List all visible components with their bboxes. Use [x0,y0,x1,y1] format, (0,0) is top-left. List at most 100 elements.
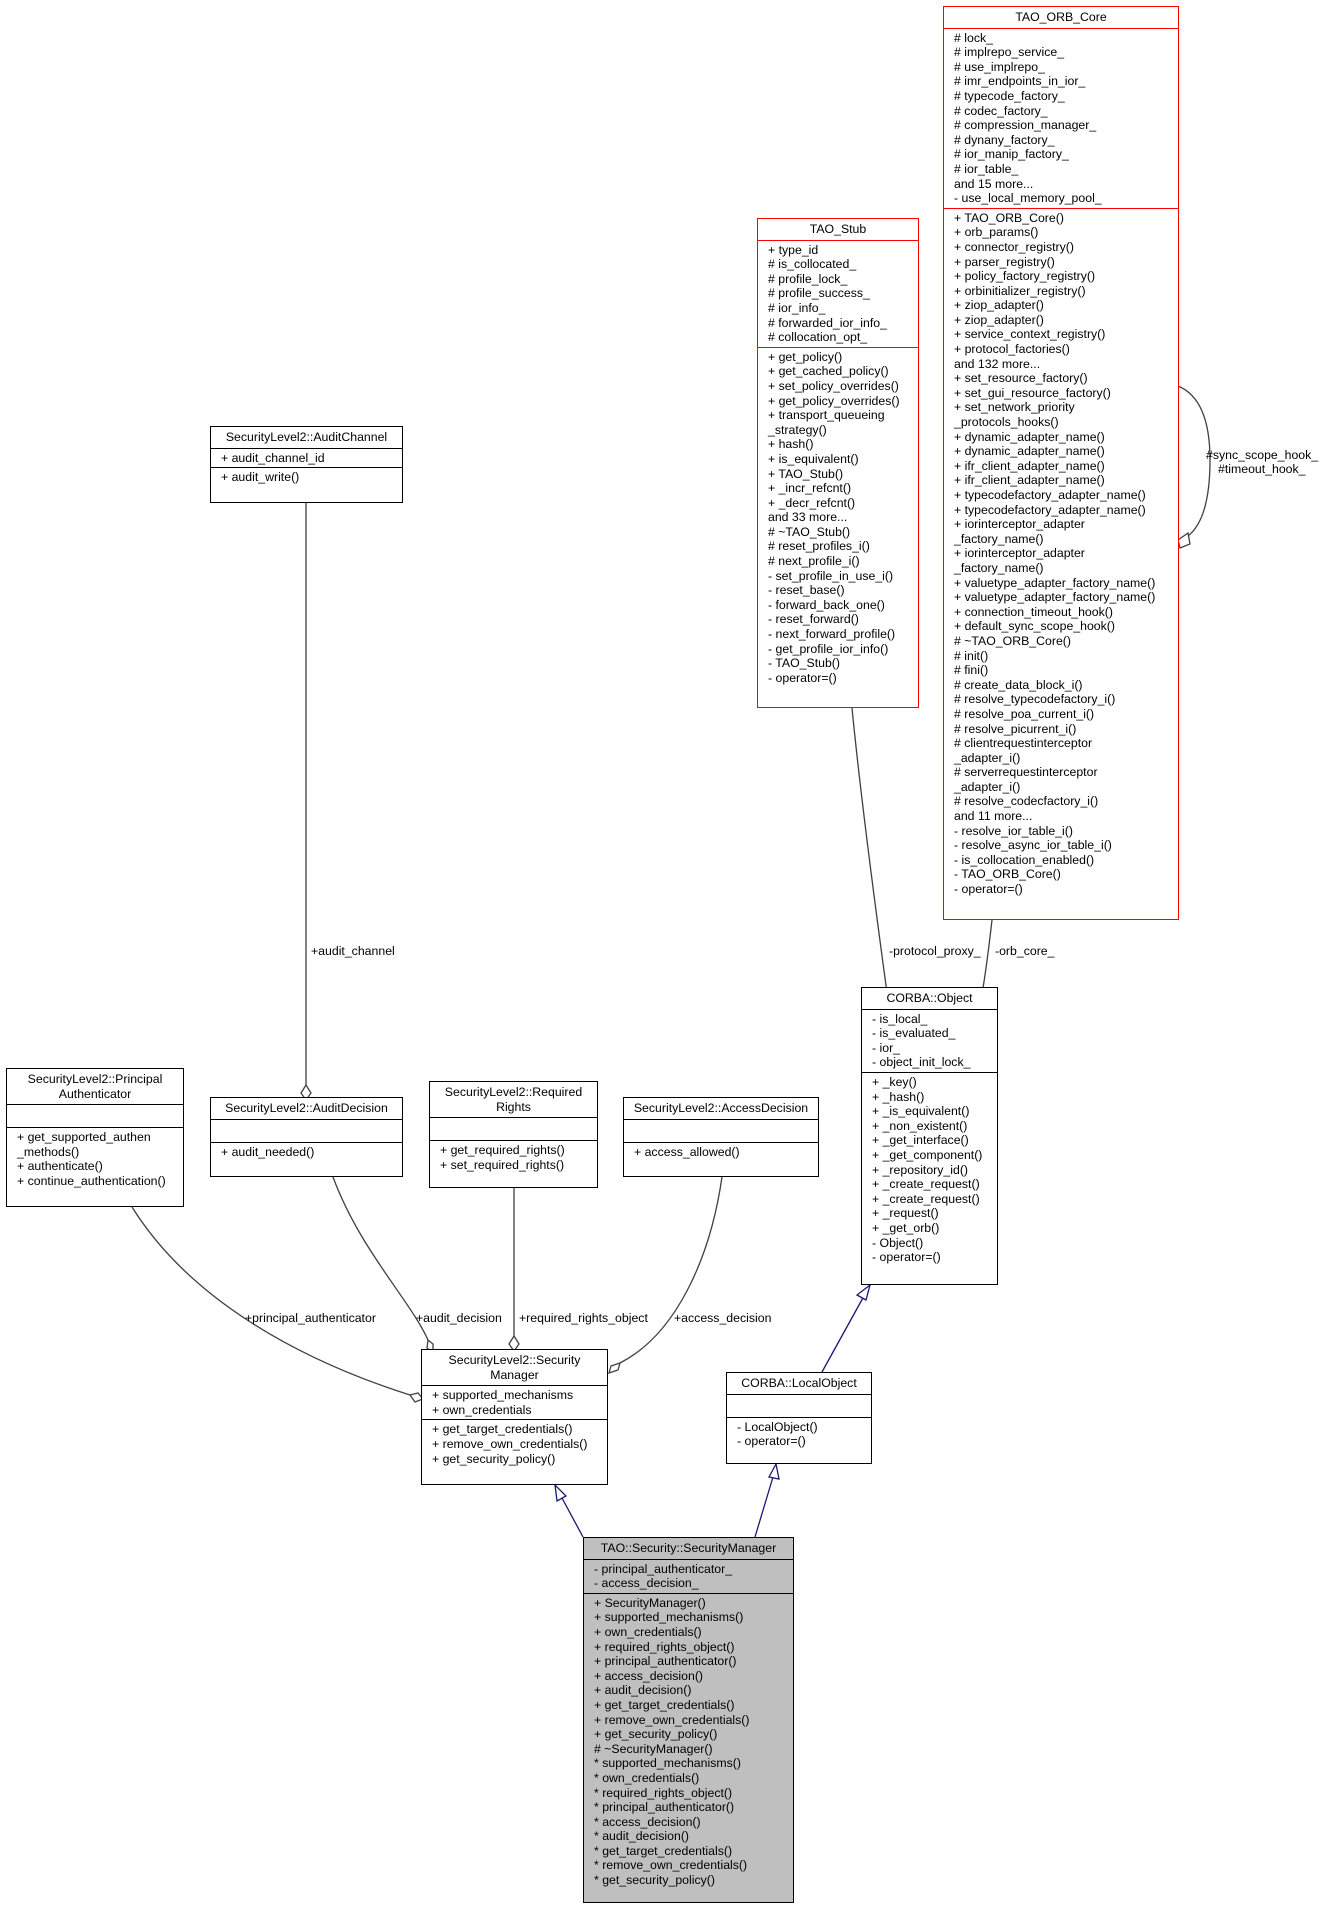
class-title-line: CORBA::LocalObject [741,1376,857,1390]
class-method: + set_gui_resource_factory() [954,385,1111,400]
class-tao-orb-core[interactable]: TAO_ORB_Core # lock_# implrepo_service_# … [943,6,1179,920]
class-audit-decision[interactable]: SecurityLevel2::AuditDecision+ audit_nee… [210,1097,403,1177]
class-tao-security-manager[interactable]: TAO::Security::SecurityManager- principa… [583,1537,794,1903]
edge-principal-authenticator [131,1206,411,1396]
class-attribute: - use_local_memory_pool_ [954,191,1102,206]
class-method: + _decr_refcnt() [768,495,856,510]
class-method: + _request() [872,1206,939,1221]
class-method: + _incr_refcnt() [768,481,852,496]
class-method: + ziop_adapter() [954,298,1044,313]
class-method: + _get_orb() [872,1220,940,1235]
class-attributes: # lock_# implrepo_service_# use_implrepo… [944,27,1178,208]
class-method: + access_allowed() [634,1144,740,1159]
class-attributes: + audit_channel_id [211,447,402,468]
class-access-decision[interactable]: SecurityLevel2::AccessDecision+ access_a… [623,1097,819,1177]
class-method: _adapter_i() [954,750,1021,765]
class-attribute: # use_implrepo_ [954,59,1045,74]
class-method: * access_decision() [594,1814,701,1829]
class-method: - TAO_Stub() [768,656,840,671]
class-method: + iorinterceptor_adapter [954,517,1085,532]
class-audit-channel[interactable]: SecurityLevel2::AuditChannel+ audit_chan… [210,426,403,503]
class-method: * remove_own_credentials() [594,1858,748,1873]
class-method: - operator=() [872,1250,941,1265]
class-attribute: - principal_authenticator_ [594,1561,733,1576]
class-methods: + _key()+ _hash()+ _is_equivalent()+ _no… [862,1071,997,1267]
class-title: CORBA::LocalObject [727,1373,871,1394]
class-method: + ifr_client_adapter_name() [954,473,1105,488]
class-tao-stub[interactable]: TAO_Stub+ type_id# is_collocated_# profi… [757,218,919,708]
edge-inherit-localobject-object-arrow [855,1283,872,1301]
class-method: + get_supported_authen [17,1130,151,1145]
class-methods: - LocalObject()- operator=() [727,1416,871,1451]
class-method: + _is_equivalent() [872,1104,970,1119]
class-methods: + audit_write() [211,467,402,487]
class-methods: + audit_needed() [211,1141,402,1162]
class-method: + authenticate() [17,1159,103,1174]
class-corba-object[interactable]: CORBA::Object- is_local_- is_evaluated_-… [861,987,998,1285]
class-method: # ~TAO_Stub() [768,524,851,539]
edge-audit-decision [332,1176,429,1341]
class-attributes [727,1393,871,1417]
class-method: + SecurityManager() [594,1595,706,1610]
edge-inherit-secmgr-localobject-arrow [768,1462,780,1480]
class-title: TAO_Stub [758,219,918,240]
class-method: _strategy() [768,422,827,437]
edge-access-decision [619,1176,723,1364]
class-attributes: + type_id# is_collocated_# profile_lock_… [758,239,918,347]
class-method: + get_policy_overrides() [768,393,900,408]
class-method: + dynamic_adapter_name() [954,444,1105,459]
class-methods: + access_allowed() [624,1141,818,1162]
class-method: + connector_registry() [954,239,1074,254]
class-attribute: - is_local_ [872,1011,928,1026]
class-method: + get_security_policy() [594,1727,718,1742]
class-method: - is_collocation_enabled() [954,852,1095,867]
class-method: * supported_mechanisms() [594,1756,741,1771]
class-title-line: TAO::Security::SecurityManager [600,1541,777,1555]
class-method: + parser_registry() [954,254,1055,269]
class-method: + audit_write() [221,470,300,485]
edge-inherit-secmgr-sl2-arrow [554,1483,568,1503]
class-method: + typecodefactory_adapter_name() [954,502,1146,517]
edge-label-audit-channel: +audit_channel [311,944,395,958]
class-method: + typecodefactory_adapter_name() [954,488,1146,502]
class-method: and 33 more... [768,510,848,525]
class-attributes [430,1117,597,1140]
class-method: + _repository_id() [872,1162,969,1177]
class-title-line: Rights [496,1099,531,1114]
class-attribute: + own_credentials [432,1402,532,1417]
class-method: + _get_component() [872,1147,983,1162]
class-method: + default_sync_scope_hook() [954,619,1115,634]
class-method: - reset_base() [768,583,845,598]
class-method: - get_profile_ior_info() [768,641,889,656]
class-method: + hash() [768,437,814,452]
class-attribute: # typecode_factory_ [954,88,1065,103]
class-method: * principal_authenticator() [594,1800,735,1815]
edge-label-required-rights: +required_rights_object [519,1311,648,1325]
class-corba-local-object[interactable]: CORBA::LocalObject- LocalObject()- opera… [726,1372,872,1464]
class-attribute: # compression_manager_ [954,118,1097,133]
class-method: - operator=() [768,670,837,685]
class-title-line: TAO_ORB_Core [1015,10,1107,24]
class-method: + valuetype_adapter_factory_name() [954,590,1156,605]
class-method: # resolve_codecfactory_i() [954,794,1099,809]
class-attribute: + audit_channel_id [221,450,325,465]
edge-inherit-secmgr-sl2 [561,1497,584,1538]
edge-label-protocol-proxy: -protocol_proxy_ [889,944,981,958]
class-method: _protocols_hooks() [954,415,1059,430]
class-attribute: # codec_factory_ [954,103,1048,118]
edge-access-decision-diamond [608,1361,621,1375]
class-title-line: CORBA::Object [886,991,973,1005]
class-method: * get_security_policy() [594,1873,715,1888]
class-method: * get_target_credentials() [594,1843,733,1858]
class-method: + ifr_client_adapter_name() [954,458,1105,473]
class-attributes [624,1118,818,1142]
class-methods: + get_policy()+ get_cached_policy()+ set… [758,346,918,688]
edge-inherit-secmgr-localobject [754,1476,774,1538]
class-attributes [7,1104,183,1127]
